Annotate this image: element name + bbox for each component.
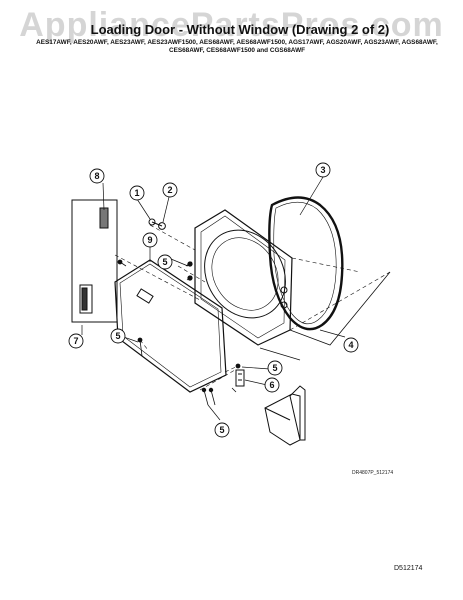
door-outer-panel: [114, 259, 227, 393]
diagram-title: Loading Door - Without Window (Drawing 2…: [90, 22, 390, 37]
callout-5d: 5: [219, 425, 224, 435]
callout-5c: 5: [162, 257, 167, 267]
callout-6: 6: [269, 380, 274, 390]
callout-7: 7: [73, 336, 78, 346]
alignment-lines: [114, 224, 391, 391]
callout-2: 2: [167, 185, 172, 195]
door-inner-frame: [194, 209, 293, 346]
cabinet-corner: [264, 385, 306, 446]
exploded-view-drawing: 1 2 3 4 5 5 5 5 6 7 8 9: [68, 162, 391, 446]
screws: [117, 259, 241, 406]
callout-3: 3: [320, 165, 325, 175]
callout-labels: 1 2 3 4 5 5 5 5 6 7 8 9: [73, 165, 353, 435]
drawing-reference: DR4807P_512174: [352, 470, 394, 476]
top-hardware: [148, 218, 166, 230]
hinge-bracket: [235, 369, 245, 387]
callout-4: 4: [348, 340, 353, 350]
door-gasket: [268, 196, 344, 331]
model-list: AES17AWF, AES20AWF, AES23AWF, AES23AWF15…: [36, 39, 438, 54]
diagram-code: D512174: [394, 565, 423, 572]
cabinet-outline: [259, 271, 391, 361]
callout-1: 1: [134, 188, 139, 198]
callout-9: 9: [147, 235, 152, 245]
watermark: AppliancePartsPros.com: [19, 6, 444, 44]
leader-lines: [81, 176, 346, 421]
handle-panel: [71, 199, 118, 323]
callout-5b: 5: [272, 363, 277, 373]
callout-5a: 5: [115, 331, 120, 341]
callout-circles: [68, 162, 359, 438]
callout-8: 8: [94, 171, 99, 181]
